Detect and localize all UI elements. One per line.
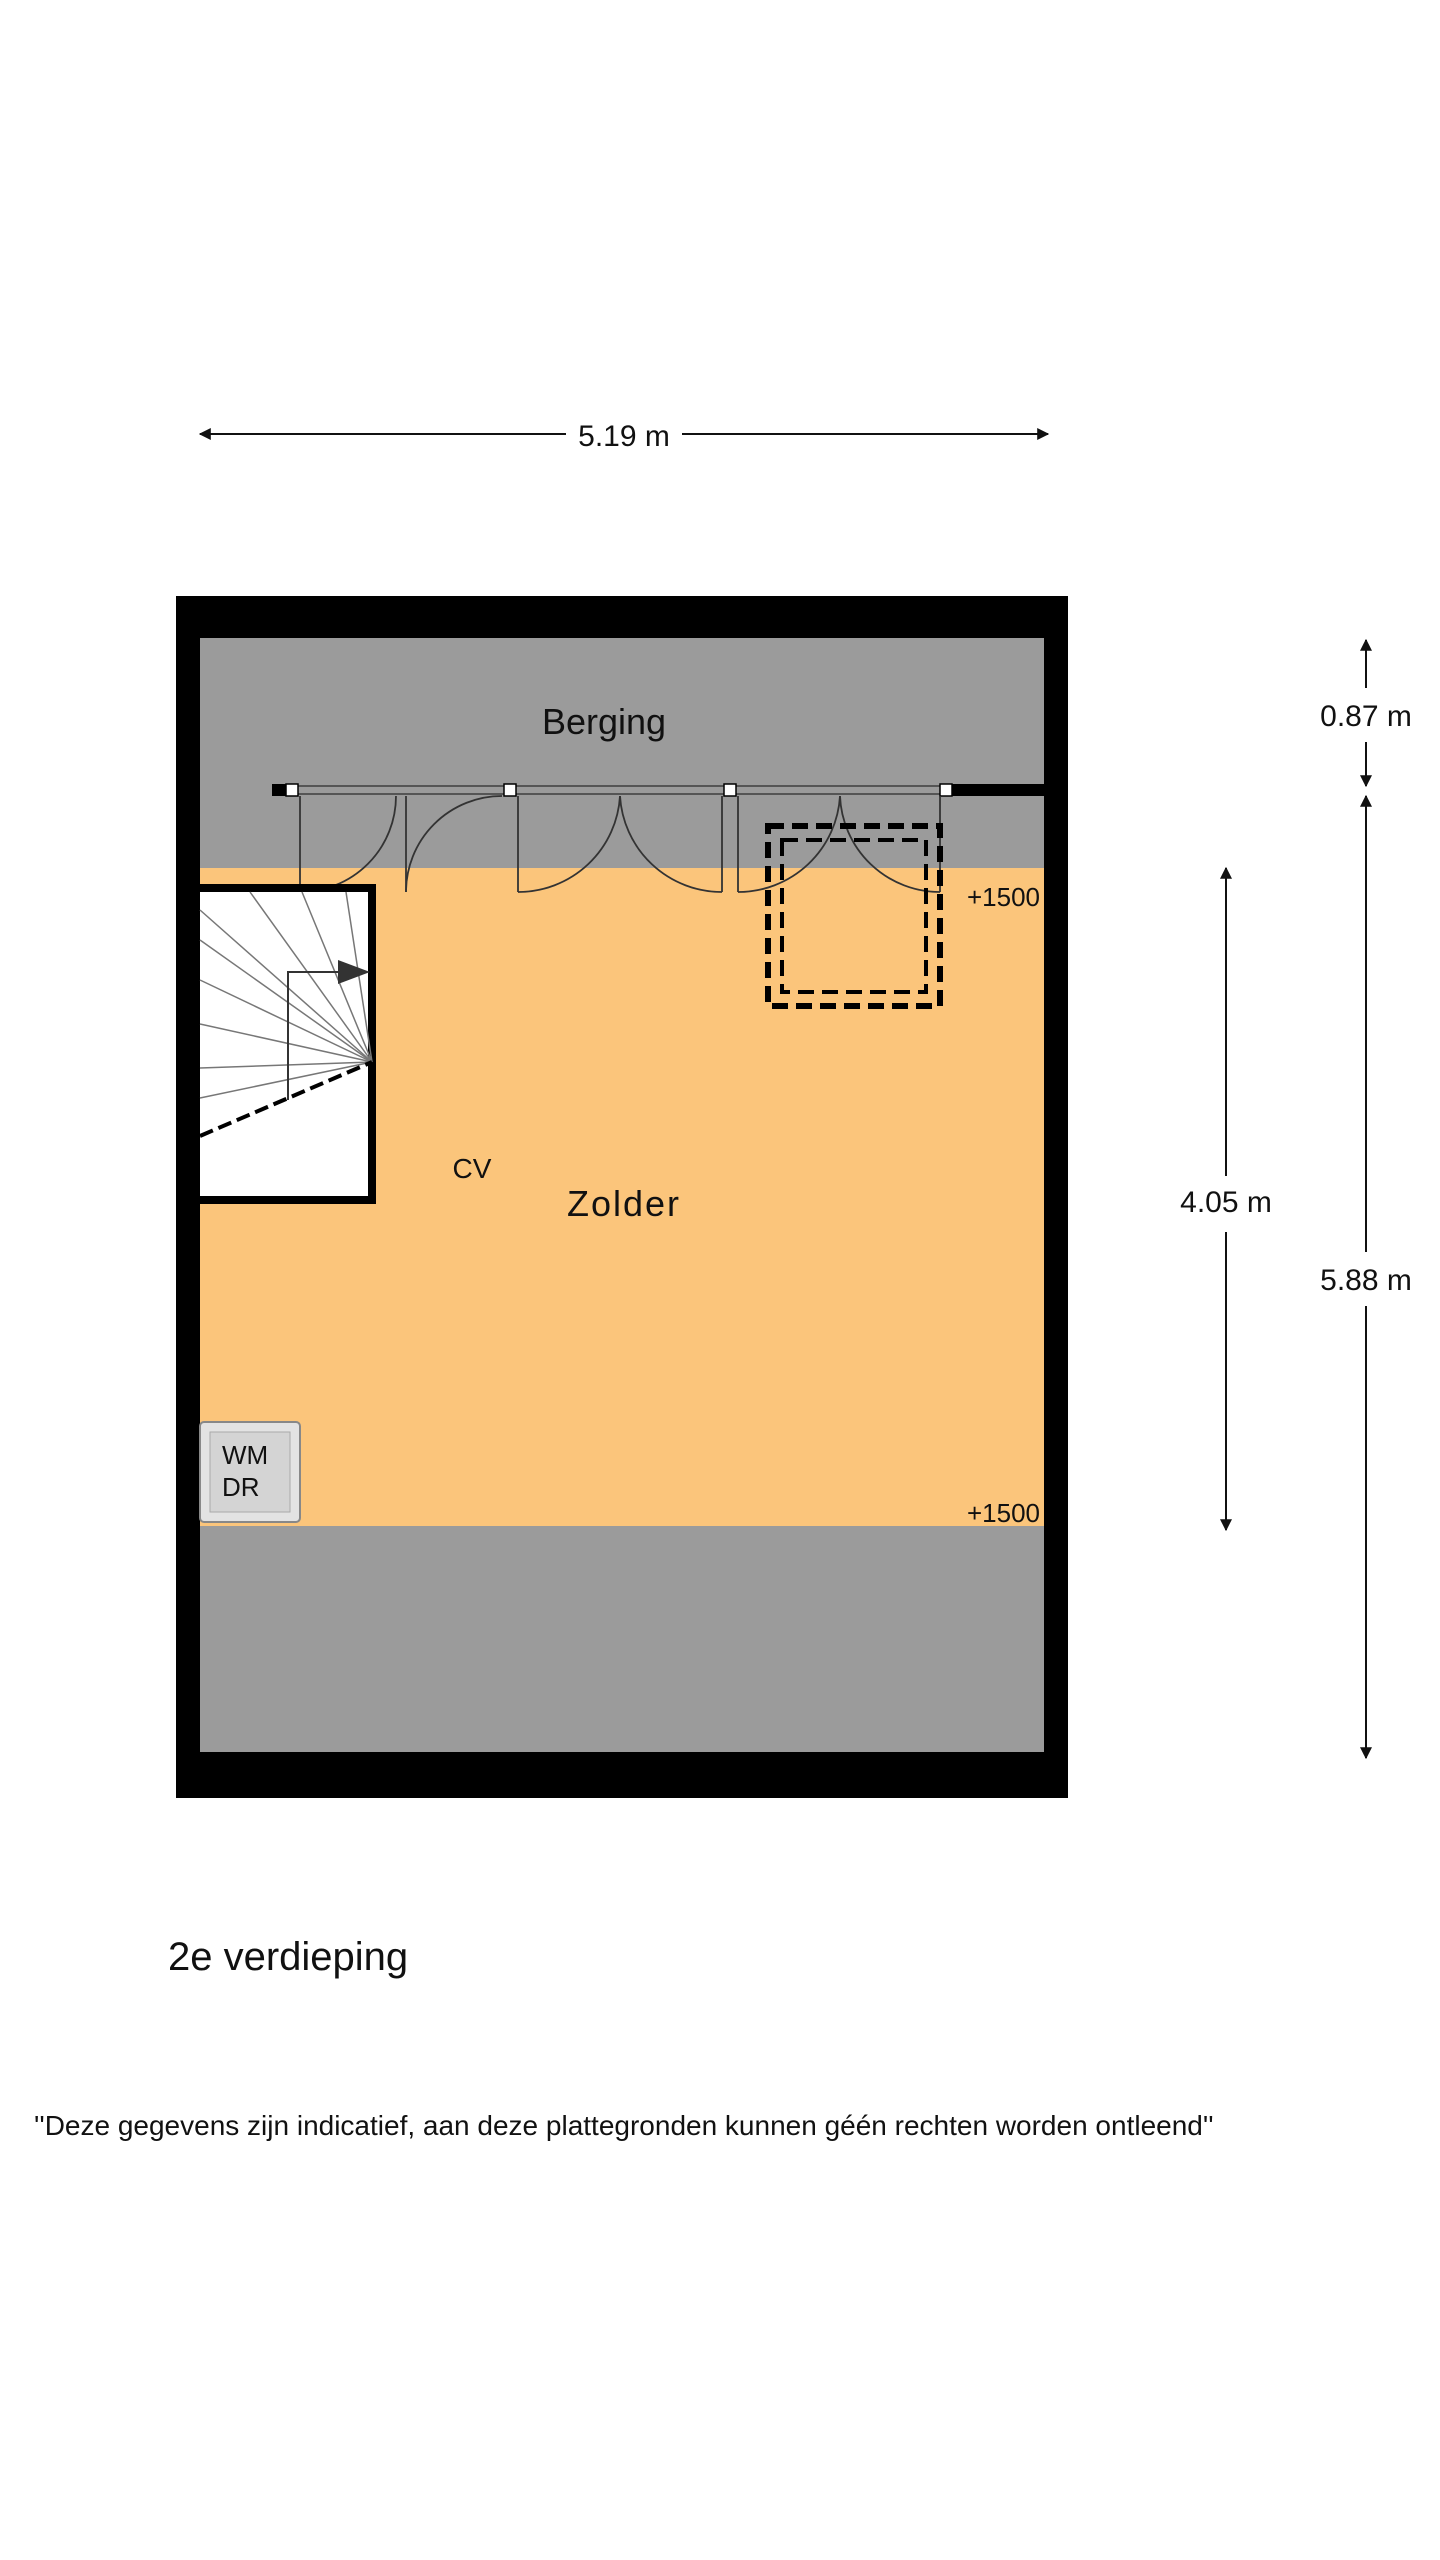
- washer-dryer: [199, 1421, 301, 1523]
- storage-partition: [272, 783, 1044, 797]
- storage-depth-label: 0.87 m: [1320, 700, 1412, 733]
- room-label-zolder: Zolder: [567, 1183, 681, 1224]
- cv-label: CV: [453, 1153, 492, 1184]
- room-label-berging: Berging: [542, 701, 666, 742]
- height-label-bottom: +1500: [967, 1498, 1040, 1528]
- wm-label: WM: [222, 1440, 268, 1470]
- disclaimer-text: ''Deze gegevens zijn indicatief, aan dez…: [34, 2110, 1214, 2141]
- width-dimension-label: 5.19 m: [578, 420, 670, 453]
- floor-title: 2e verdieping: [168, 1935, 409, 1979]
- roof-hatch: [765, 823, 943, 1009]
- storage-doors: [299, 795, 941, 893]
- total-depth-label: 5.88 m: [1320, 1264, 1412, 1297]
- staircase: [199, 884, 376, 1204]
- dr-label: DR: [222, 1472, 260, 1502]
- height-label-top: +1500: [967, 882, 1040, 912]
- attic-depth-label: 4.05 m: [1180, 1186, 1272, 1219]
